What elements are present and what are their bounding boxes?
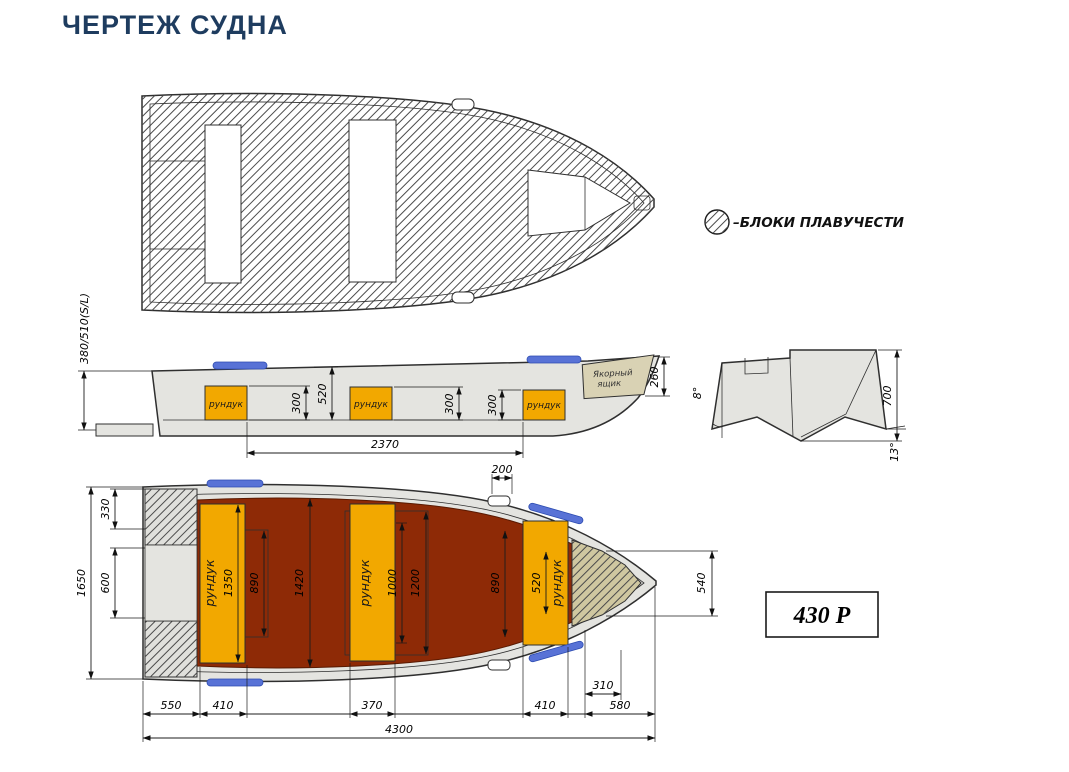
grab-handle <box>526 355 582 364</box>
grab-handle <box>528 640 584 663</box>
grab-handle <box>528 502 584 525</box>
dim-label: 540 <box>695 573 708 594</box>
dim-label: 700 <box>881 386 894 407</box>
dim-seat1-len: 890 <box>248 530 267 637</box>
locker-label: рундук <box>202 559 217 608</box>
transom-view: 8° 700 13° <box>691 349 906 462</box>
dim-seat2-len: 1000 <box>386 522 407 644</box>
seat-cutout-2 <box>348 119 397 283</box>
dim-cockpit-depth: 520 <box>314 366 338 421</box>
cleat-top <box>487 495 511 507</box>
grab-handle <box>206 678 264 687</box>
dim-locker2-len: 1200 <box>409 511 429 655</box>
top-inner-gunwale <box>149 101 645 305</box>
dim-transom-rake: 8° <box>691 363 723 438</box>
dim-label: 13° <box>888 442 901 462</box>
page-title: ЧЕРТЕЖ СУДНА <box>62 10 288 40</box>
dim-label: 1000 <box>386 569 399 597</box>
top-view <box>141 92 655 314</box>
plan-locker-2: рундук <box>349 503 396 662</box>
cleat-bottom <box>487 659 511 671</box>
bow-cutout <box>527 169 631 237</box>
dim-label: 310 <box>593 679 614 692</box>
dim-label: 300 <box>290 393 303 414</box>
dim-bow-len: 310 <box>584 650 622 700</box>
dim-locker3-height: 300 <box>486 389 521 421</box>
dim-chain: 550 410 370 410 580 <box>142 587 656 742</box>
motor-well <box>144 544 198 622</box>
dim-label: 1200 <box>409 569 422 597</box>
locker-label: рундук <box>549 559 564 608</box>
plan-inner-gunwale <box>150 493 645 673</box>
dim-label: 520 <box>316 384 329 405</box>
cleat-top <box>451 98 475 111</box>
dim-label: 4300 <box>385 723 413 736</box>
dim-label: 8° <box>691 387 704 400</box>
dim-label: 550 <box>161 699 182 712</box>
dim-bow-width: 540 <box>606 550 718 617</box>
dim-label: 600 <box>99 573 112 594</box>
dim-label: 1350 <box>222 569 235 597</box>
model-badge: 430 Р <box>765 591 879 638</box>
dim-label: 200 <box>492 463 513 476</box>
anchor-box-label-2: ящик <box>597 379 622 390</box>
dim-cockpit-w2: 890 <box>489 530 508 638</box>
dim-anchor-height: 260 <box>645 356 670 397</box>
dim-label: 2370 <box>371 438 399 451</box>
model-badge-box <box>765 591 879 638</box>
locker-label: рундук <box>353 400 388 410</box>
dim-block-len: 330 <box>99 488 145 530</box>
grab-handle <box>206 479 264 488</box>
anchor-box-label-1: Якорный <box>592 368 633 380</box>
dim-cleat-len: 200 <box>492 463 513 494</box>
transom-shape <box>711 349 887 442</box>
dim-beam: 1650 <box>75 486 143 680</box>
dim-label: 380/510(S/L) <box>78 293 91 364</box>
dim-label: 260 <box>648 367 661 388</box>
locker-label: рундук <box>526 401 561 411</box>
dim-label: 300 <box>443 394 456 415</box>
dim-label: 410 <box>213 699 234 712</box>
dim-label: 370 <box>362 699 383 712</box>
dim-deadrise: 13° <box>885 425 906 462</box>
plan-view: рундук рундук рундук 330 600 <box>75 463 718 742</box>
dim-well-len: 600 <box>99 547 145 619</box>
dim-locker3-w: 520 <box>530 551 549 615</box>
dim-transom-height: 380/510(S/L) <box>78 293 152 431</box>
dim-label: 890 <box>248 573 261 594</box>
dim-label: 890 <box>489 573 502 594</box>
side-locker-2: рундук <box>349 386 393 421</box>
legend-label: –БЛОКИ ПЛАВУЧЕСТИ <box>733 215 905 231</box>
dim-locker1-height: 300 <box>249 385 310 421</box>
dim-label: 330 <box>99 499 112 520</box>
dim-locker2-height: 300 <box>394 386 463 421</box>
dim-locker1-len: 1350 <box>222 504 241 663</box>
top-hull-foam-hatch <box>142 93 654 313</box>
dim-label: 580 <box>610 699 631 712</box>
anchor-box: Якорный ящик <box>581 354 655 400</box>
locker-label: рундук <box>208 400 243 410</box>
dim-label: 520 <box>530 573 543 594</box>
dim-label: 300 <box>486 395 499 416</box>
locker-label: рундук <box>357 559 372 608</box>
dim-cockpit-length: 2370 <box>246 422 524 458</box>
dim-total-length: 4300 <box>142 723 656 741</box>
side-locker-3: рундук <box>522 389 566 421</box>
cleat-bottom <box>451 291 475 304</box>
model-badge-label: 430 Р <box>793 603 851 629</box>
dim-label: 1420 <box>293 569 306 597</box>
dim-transom-total-height: 700 <box>801 349 902 442</box>
legend: –БЛОКИ ПЛАВУЧЕСТИ <box>704 209 905 235</box>
dim-cockpit-w1: 1420 <box>293 498 313 668</box>
dim-label: 1650 <box>75 569 88 597</box>
seat-cutout-1 <box>204 124 242 284</box>
grab-handle <box>212 361 268 370</box>
side-locker-1: рундук <box>204 385 248 421</box>
dim-label: 410 <box>535 699 556 712</box>
bow-eye-plate <box>633 195 651 211</box>
side-view: Якорный ящик рундук рундук рундук 300 52… <box>95 354 670 458</box>
transom-plate <box>95 423 154 437</box>
